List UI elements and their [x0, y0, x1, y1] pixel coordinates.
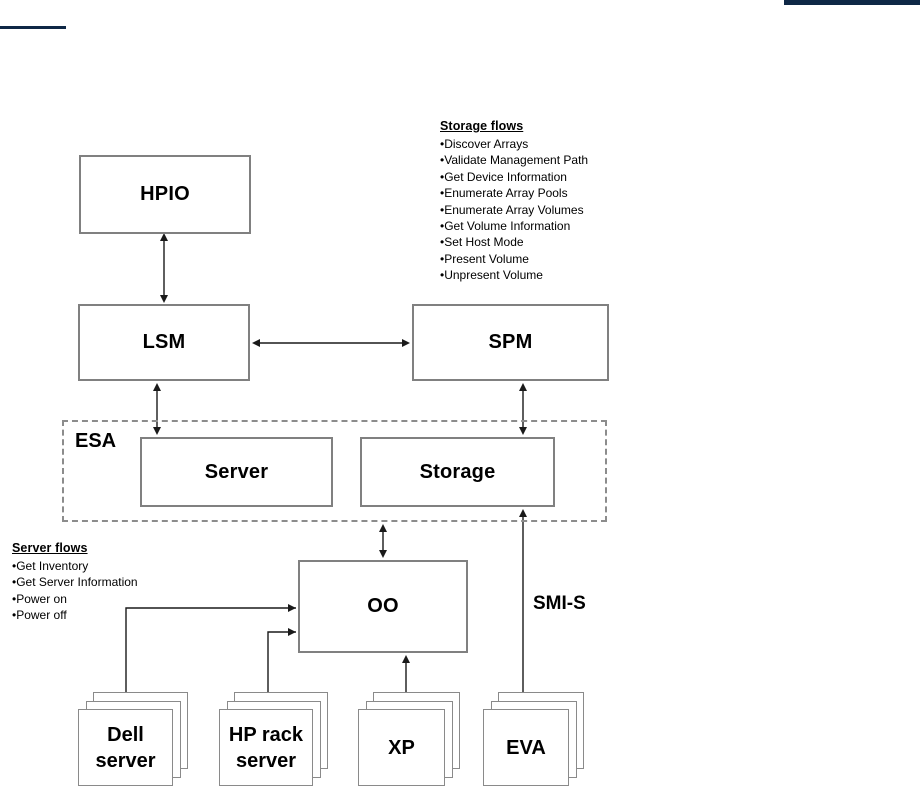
storage-flow-item: Enumerate Array Volumes: [440, 202, 650, 218]
box-server: Server: [140, 437, 333, 507]
box-storage: Storage: [360, 437, 555, 507]
stack-eva-label-line1: EVA: [506, 736, 546, 759]
server-flows-title: Server flows: [12, 541, 88, 555]
box-oo-label: OO: [367, 595, 399, 617]
group-esa-label: ESA: [75, 430, 117, 452]
storage-flow-item: Validate Management Path: [440, 152, 650, 168]
storage-flow-item: Enumerate Array Pools: [440, 185, 650, 201]
server-flow-item: Get Server Information: [12, 574, 202, 590]
stack-eva-front: EVA: [483, 709, 569, 786]
smi-s-connector-label: SMI-S: [533, 593, 586, 614]
storage-flows-title: Storage flows: [440, 119, 524, 133]
arrow-storage-eva-smis: [519, 509, 527, 707]
storage-flow-item: Set Host Mode: [440, 234, 650, 250]
stack-dell-label-line1: Dell: [107, 723, 144, 746]
box-hpio: HPIO: [79, 155, 251, 234]
server-flows-list: Server flows Get Inventory Get Server In…: [12, 541, 202, 624]
box-storage-label: Storage: [419, 460, 496, 483]
storage-flow-item: Get Volume Information: [440, 218, 650, 234]
stack-dell-label-line2: server: [95, 749, 156, 772]
stack-hp-label-line2: server: [235, 749, 297, 772]
stack-hp-label-line1: HP rack: [228, 723, 304, 746]
server-flow-item: Power on: [12, 591, 202, 607]
storage-flow-item: Present Volume: [440, 251, 650, 267]
box-spm-label: SPM: [488, 331, 533, 353]
box-spm: SPM: [412, 304, 609, 381]
box-server-label: Server: [204, 460, 269, 483]
server-flow-item: Get Inventory: [12, 558, 202, 574]
box-hpio-label: HPIO: [140, 183, 190, 205]
storage-flow-item: Unpresent Volume: [440, 267, 650, 283]
stack-hp-rack-server-front: HP rack server: [219, 709, 313, 786]
storage-flow-item: Discover Arrays: [440, 136, 650, 152]
arrow-lsm-spm: [252, 339, 410, 347]
arrow-esa-oo: [379, 524, 387, 558]
stack-dell-server-front: Dell server: [78, 709, 173, 786]
box-lsm-label: LSM: [142, 331, 186, 353]
group-esa: ESA: [62, 420, 607, 522]
server-flow-item: Power off: [12, 607, 202, 623]
left-accent-line: [0, 26, 66, 29]
storage-flow-item: Get Device Information: [440, 169, 650, 185]
stack-xp-front: XP: [358, 709, 445, 786]
stack-xp-label-line1: XP: [388, 736, 415, 759]
top-right-accent-bar: [784, 0, 920, 5]
box-oo: OO: [298, 560, 468, 653]
box-lsm: LSM: [78, 304, 250, 381]
storage-flows-list: Storage flows Discover Arrays Validate M…: [440, 119, 650, 284]
arrow-hpio-lsm: [160, 233, 168, 303]
